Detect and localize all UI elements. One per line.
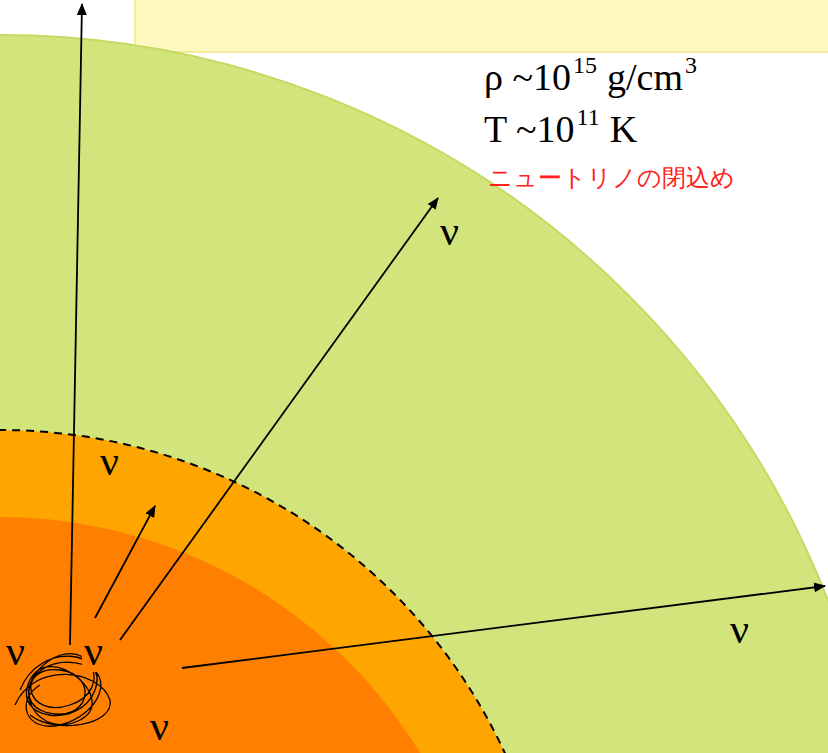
neutrinosphere-region bbox=[0, 430, 556, 753]
neutrino-symbol: ν bbox=[440, 210, 459, 252]
physical-condition: ρ ~1015g/cm3 bbox=[484, 56, 697, 100]
escape-arrow bbox=[70, 4, 82, 645]
trapped-arrow bbox=[95, 506, 155, 618]
quantity-text: T ~10 bbox=[484, 108, 575, 152]
neutrino-symbol: ν bbox=[82, 630, 105, 672]
exponent: 15 bbox=[573, 52, 597, 80]
physical-condition: T ~1011K bbox=[484, 108, 637, 152]
neutrino-symbol: ν bbox=[4, 630, 27, 672]
neutrino-symbol: ν bbox=[148, 705, 171, 747]
neutrino-symbol: ν bbox=[730, 608, 749, 650]
exponent: 11 bbox=[577, 104, 600, 132]
header-band bbox=[135, 0, 828, 52]
exponent: 3 bbox=[685, 52, 697, 80]
inner-core bbox=[0, 517, 492, 753]
neutrino-symbol: ν bbox=[100, 440, 119, 482]
quantity-text: g/cm bbox=[607, 56, 683, 100]
escape-arrow bbox=[120, 198, 438, 640]
escape-arrow bbox=[182, 586, 825, 668]
neutrinosphere-boundary bbox=[0, 430, 556, 753]
quantity-text: ρ ~10 bbox=[484, 56, 571, 100]
quantity-text: K bbox=[610, 108, 637, 152]
outer-envelope bbox=[0, 35, 828, 753]
annotation-text: ニュートリノの閉込め bbox=[488, 162, 735, 194]
